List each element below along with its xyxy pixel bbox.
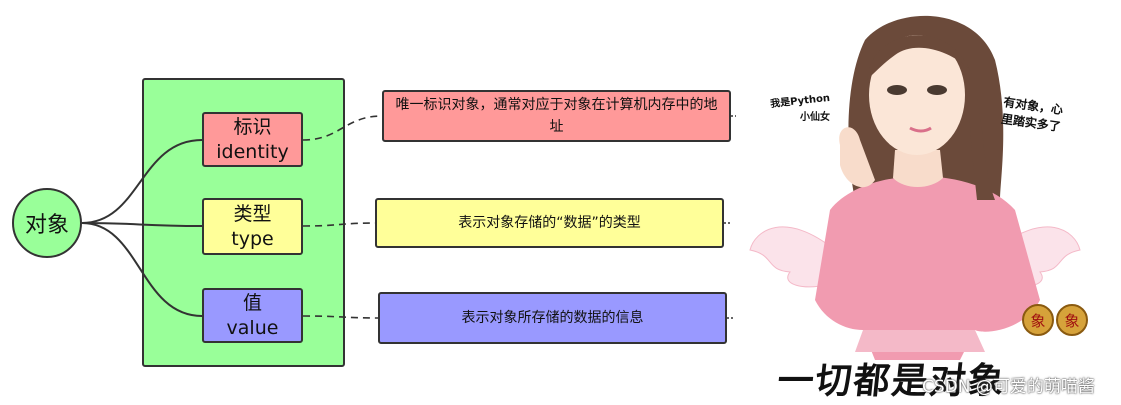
node-value-en: value bbox=[227, 316, 279, 341]
node-identity-cn: 标识 bbox=[233, 115, 271, 140]
node-value: 值 value bbox=[202, 288, 303, 343]
node-type-cn: 类型 bbox=[233, 202, 271, 227]
node-identity: 标识 identity bbox=[202, 112, 303, 167]
description-type-text: 表示对象存储的“数据”的类型 bbox=[458, 212, 641, 234]
description-identity: 唯一标识对象，通常对应于对象在计算机内存中的地址 bbox=[382, 90, 731, 142]
description-type: 表示对象存储的“数据”的类型 bbox=[375, 198, 724, 248]
badge-left-text: 象 bbox=[1030, 312, 1045, 330]
watermark: CSDN @可爱的萌喵酱 bbox=[922, 372, 1095, 397]
node-type-en: type bbox=[231, 227, 273, 252]
description-identity-text: 唯一标识对象，通常对应于对象在计算机内存中的地址 bbox=[392, 94, 721, 138]
description-value-text: 表示对象所存储的数据的信息 bbox=[462, 307, 644, 329]
node-type: 类型 type bbox=[202, 198, 303, 255]
node-value-cn: 值 bbox=[243, 291, 262, 316]
speech-left-line2: 小仙女 bbox=[800, 108, 830, 123]
root-node-label: 对象 bbox=[25, 207, 69, 239]
girl-illustration: 象 象 bbox=[745, 0, 1121, 405]
badge-right-text: 象 bbox=[1064, 312, 1079, 330]
node-identity-en: identity bbox=[216, 140, 289, 165]
root-node-object: 对象 bbox=[12, 188, 82, 258]
description-value: 表示对象所存储的数据的信息 bbox=[378, 292, 727, 344]
